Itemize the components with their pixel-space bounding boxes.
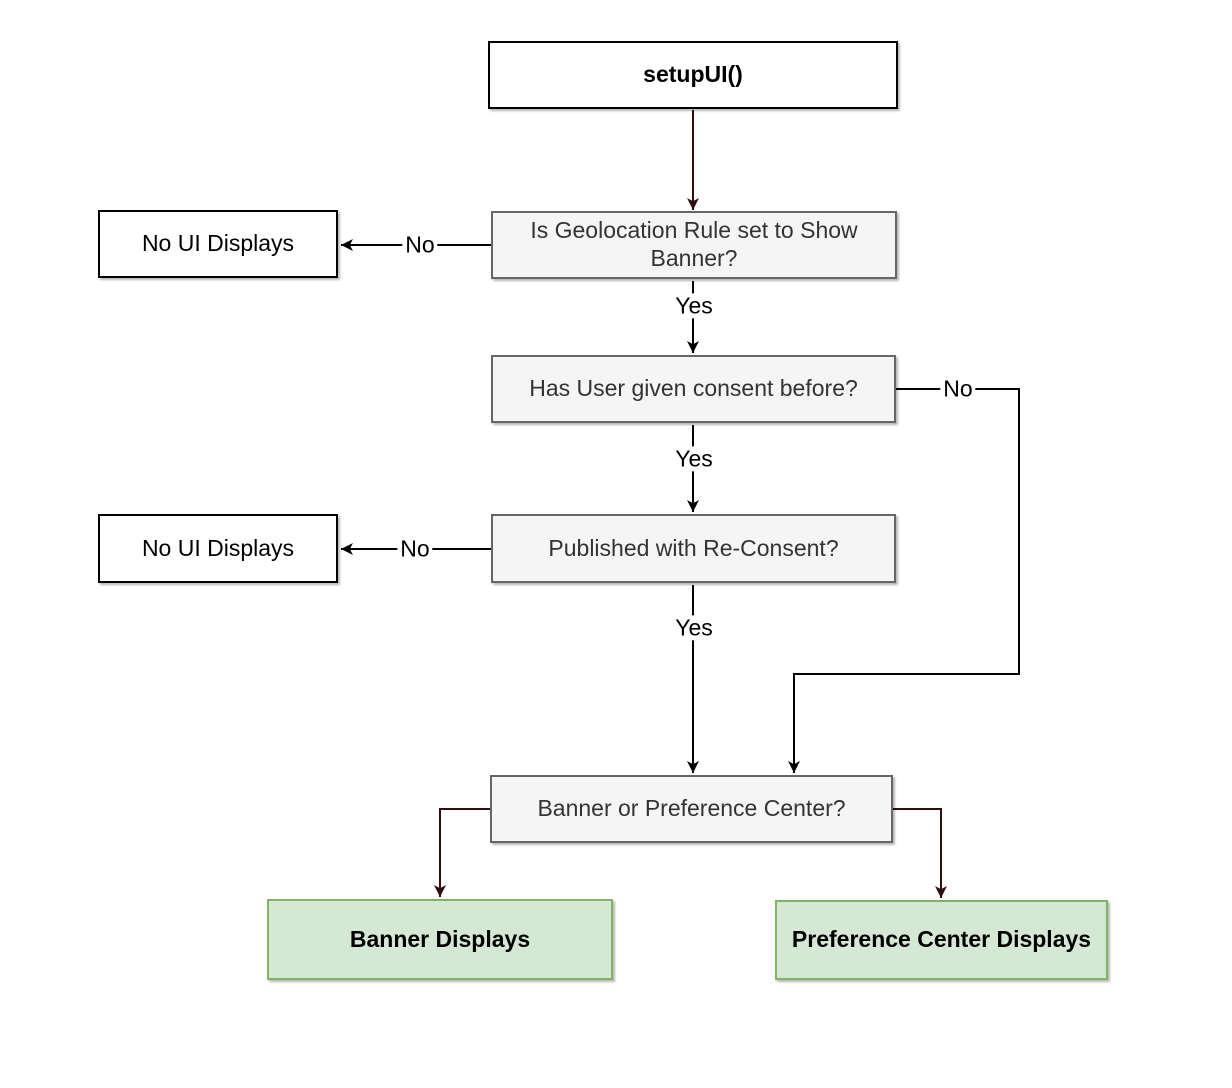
edge-label-consent-no: No [940,376,976,402]
node-consent-before: Has User given consent before? [491,355,896,423]
edge-bannerorpc-to-prefcenter [893,808,947,898]
edge-label-georule-yes: Yes [672,293,716,319]
node-geolocation-rule: Is Geolocation Rule set to Show Banner? [491,211,897,279]
node-setupui: setupUI() [488,41,898,109]
node-prefcenter-displays: Preference Center Displays [775,900,1108,980]
node-no-ui-displays-mid: No UI Displays [98,514,338,583]
edge-label-georule-no: No [402,232,438,258]
edge-consent-to-bannerorpc [788,388,1020,773]
node-banner-or-prefcenter: Banner or Preference Center? [490,775,893,843]
edge-label-consent-yes: Yes [672,446,716,472]
edge-bannerorpc-to-banner [434,808,490,897]
node-published-reconsent: Published with Re-Consent? [491,514,896,583]
edge-label-reconsent-no: No [397,536,433,562]
node-no-ui-displays-top: No UI Displays [98,210,338,278]
edge-label-reconsent-yes: Yes [672,615,716,641]
node-banner-displays: Banner Displays [267,899,613,980]
